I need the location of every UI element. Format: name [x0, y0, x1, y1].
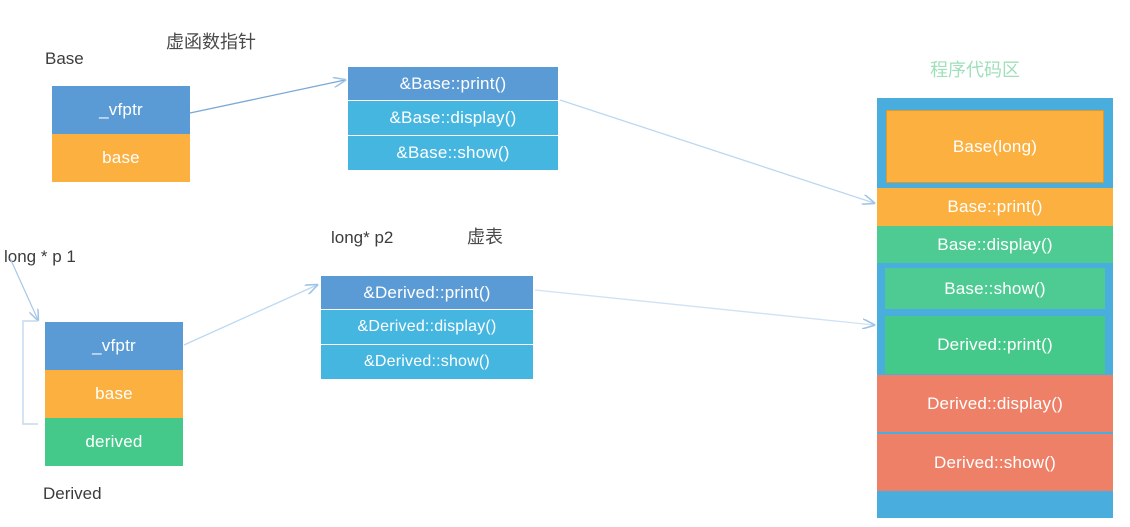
derived-vtable-entry-print[interactable]: &Derived::print(): [321, 276, 533, 309]
derived-object-row-vfptr[interactable]: _vfptr: [45, 322, 183, 370]
base-class-label: Base: [45, 49, 84, 68]
code-region-column: Base(long) Base::print() Base::display()…: [877, 98, 1113, 518]
base-vtable-entry-show[interactable]: &Base::show(): [348, 136, 558, 170]
vtable-title-label: 虚表: [467, 227, 503, 247]
arrow-base-vfptr-to-vtable: [189, 80, 345, 114]
base-vtable-box: &Base::print() &Base::display() &Base::s…: [348, 67, 558, 170]
code-entry-derived-show[interactable]: Derived::show(): [877, 434, 1113, 491]
base-vtable-entry-display[interactable]: &Base::display(): [348, 101, 558, 135]
derived-object-row-derived[interactable]: derived: [45, 418, 183, 466]
code-entry-base-print[interactable]: Base::print(): [877, 188, 1113, 226]
derived-object-box: _vfptr base derived: [45, 322, 183, 466]
code-entry-derived-print[interactable]: Derived::print(): [885, 316, 1105, 374]
code-entry-base-show[interactable]: Base::show(): [885, 268, 1105, 309]
base-object-row-vfptr[interactable]: _vfptr: [52, 86, 190, 134]
base-object-row-base[interactable]: base: [52, 134, 190, 182]
derived-class-label: Derived: [43, 484, 102, 503]
arrow-p1-to-derived-object: [9, 257, 38, 320]
base-object-box: _vfptr base: [52, 86, 190, 182]
derived-object-row-base[interactable]: base: [45, 370, 183, 418]
derived-vtable-entry-show[interactable]: &Derived::show(): [321, 345, 533, 379]
arrow-derived-vfptr-to-vtable: [183, 285, 317, 346]
code-entry-derived-display[interactable]: Derived::display(): [877, 375, 1113, 432]
code-entry-base-ctor[interactable]: Base(long): [886, 110, 1104, 183]
code-entry-base-display[interactable]: Base::display(): [877, 226, 1113, 263]
code-entry-empty[interactable]: [877, 492, 1113, 518]
long-p1-label: long * p 1: [4, 247, 76, 266]
vfptr-title-label: 虚函数指针: [166, 32, 256, 52]
code-region-title: 程序代码区: [930, 60, 1020, 80]
derived-vtable-entry-display[interactable]: &Derived::display(): [321, 310, 533, 344]
derived-vtable-box: &Derived::print() &Derived::display() &D…: [321, 276, 533, 379]
base-vtable-entry-print[interactable]: &Base::print(): [348, 67, 558, 100]
base-subobject-bracket: [22, 320, 38, 425]
arrow-derived-vtable-to-code: [534, 289, 874, 325]
arrow-base-vtable-to-code: [559, 99, 874, 203]
long-p2-label: long* p2: [331, 228, 394, 247]
